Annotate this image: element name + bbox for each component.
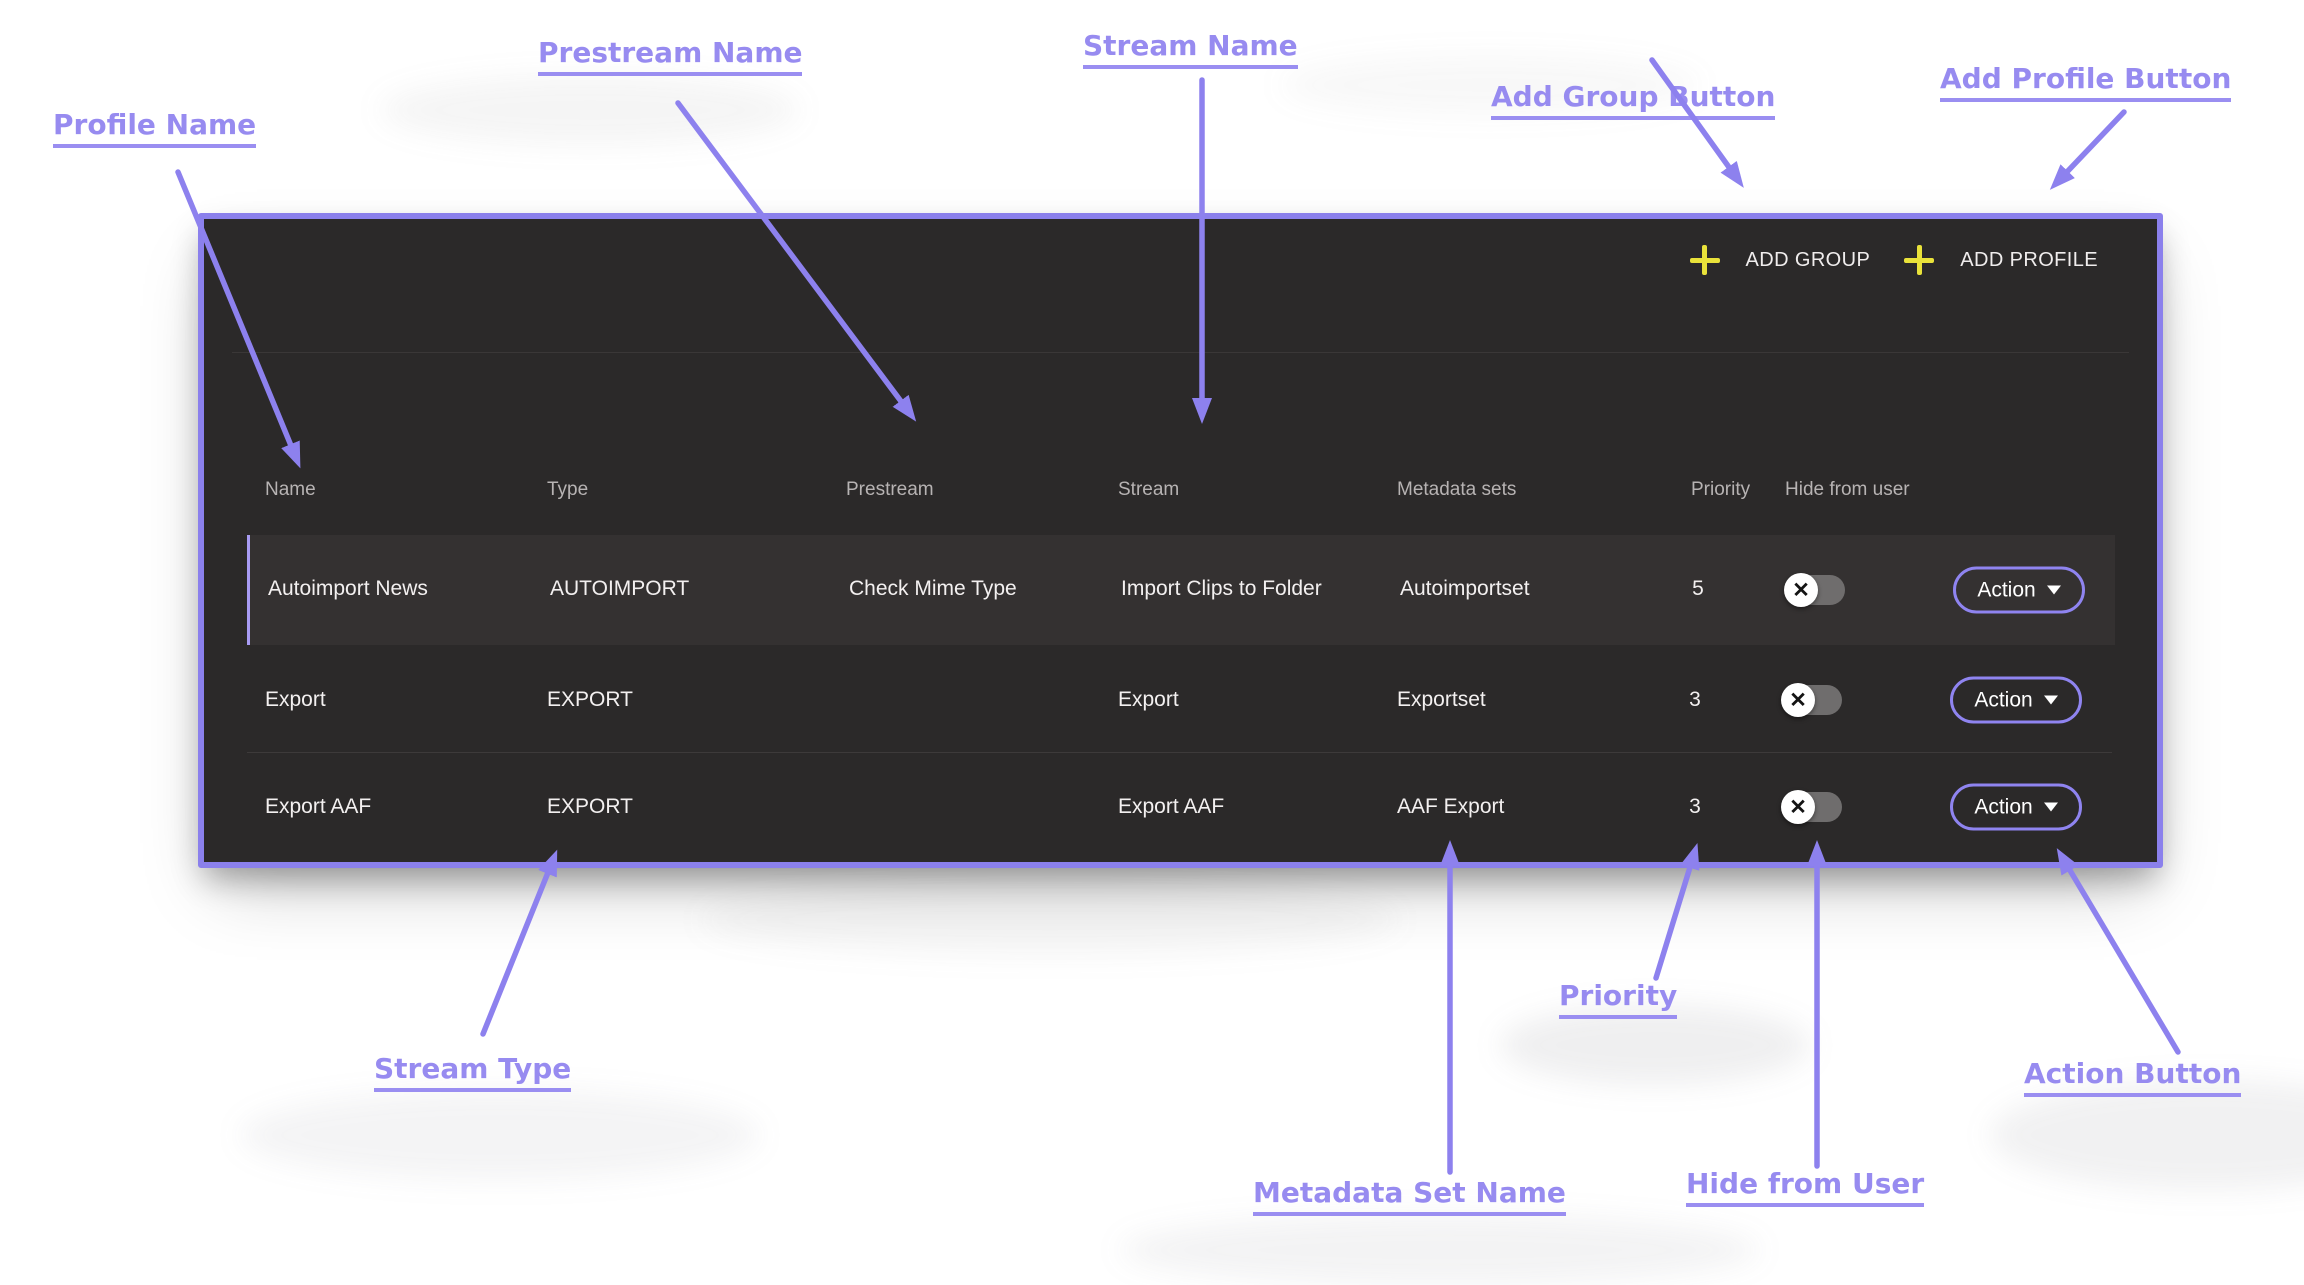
column-header-metadata-sets: Metadata sets (1397, 479, 1517, 500)
chevron-down-icon (2046, 585, 2061, 595)
add-profile-label: ADD PROFILE (1960, 248, 2098, 271)
stream-type-cell: EXPORT (547, 688, 633, 711)
hide-from-user-toggle[interactable]: ✕ (1781, 790, 1842, 824)
background-smudge (1120, 1215, 1760, 1285)
column-header-hide-from-user: Hide from user (1785, 479, 1910, 500)
panel-toolbar: ADD GROUP ADD PROFILE (1689, 245, 2099, 275)
stream-type-cell: EXPORT (547, 795, 633, 818)
column-header-type: Type (547, 479, 589, 500)
annotation-add-profile-button: Add Profile Button (1940, 62, 2232, 102)
profile-name-cell: Export AAF (265, 795, 372, 818)
action-label: Action (1974, 795, 2033, 818)
stream-name-cell: Export (1118, 688, 1179, 711)
column-header-name: Name (265, 479, 316, 500)
action-button-arrow (2056, 848, 2181, 1055)
hide-from-user-toggle[interactable]: ✕ (1784, 573, 1845, 607)
toolbar-divider (232, 352, 2129, 353)
add-group-label: ADD GROUP (1745, 248, 1871, 271)
toggle-knob-x-icon: ✕ (1781, 683, 1815, 717)
table-row[interactable]: Export AAF EXPORT Export AAF AAF Export … (247, 752, 2112, 862)
profile-name-cell: Export (265, 688, 326, 711)
annotation-action-button: Action Button (2024, 1057, 2242, 1097)
action-label: Action (1974, 688, 2033, 711)
metadata-set-cell: Autoimportset (1400, 577, 1530, 600)
column-header-priority: Priority (1691, 479, 1751, 500)
annotation-priority: Priority (1559, 979, 1678, 1019)
add-group-button[interactable]: ADD GROUP (1689, 245, 1871, 275)
priority-cell: 5 (1692, 577, 1704, 600)
action-label: Action (1977, 578, 2036, 601)
annotation-add-group-button: Add Group Button (1491, 80, 1776, 120)
annotation-stream-type: Stream Type (374, 1052, 572, 1092)
annotation-prestream-name: Prestream Name (538, 36, 803, 76)
background-smudge (700, 885, 1400, 955)
metadata-set-cell: AAF Export (1397, 795, 1505, 818)
priority-cell: 3 (1689, 688, 1701, 711)
background-smudge (380, 75, 800, 145)
action-button[interactable]: Action (1953, 566, 2085, 614)
priority-cell: 3 (1689, 795, 1701, 818)
annotation-hide-from-user: Hide from User (1686, 1167, 1925, 1207)
hide-from-user-toggle[interactable]: ✕ (1781, 683, 1842, 717)
chevron-down-icon (2043, 695, 2058, 705)
metadata-set-cell: Exportset (1397, 688, 1486, 711)
stream-profiles-panel: ADD GROUP ADD PROFILE Name Type Prestrea… (198, 213, 2163, 868)
annotation-metadata-set-name: Metadata Set Name (1253, 1176, 1566, 1216)
add-profile-button[interactable]: ADD PROFILE (1904, 245, 2098, 275)
priority-arrow (1653, 842, 1700, 981)
add-profile-arrow (2049, 109, 2127, 190)
profile-name-cell: Autoimport News (268, 577, 428, 600)
plus-icon (1904, 245, 1935, 275)
column-header-stream: Stream (1118, 479, 1180, 500)
chevron-down-icon (2043, 802, 2058, 812)
toggle-knob-x-icon: ✕ (1781, 790, 1815, 824)
stream-name-cell: Import Clips to Folder (1121, 577, 1322, 600)
plus-icon (1689, 245, 1720, 275)
annotation-profile-name: Profile Name (53, 108, 257, 148)
toggle-knob-x-icon: ✕ (1784, 573, 1818, 607)
background-smudge (240, 1090, 760, 1180)
stream-name-cell: Export AAF (1118, 795, 1225, 818)
stream-type-cell: AUTOIMPORT (550, 577, 690, 600)
action-button[interactable]: Action (1950, 676, 2082, 724)
stream-type-arrow (480, 849, 558, 1037)
prestream-name-cell: Check Mime Type (849, 577, 1017, 600)
table-row[interactable]: Export EXPORT Export Exportset 3 ✕ Actio… (247, 645, 2112, 755)
annotation-stream-name: Stream Name (1083, 29, 1298, 69)
column-header-prestream: Prestream (846, 479, 934, 500)
action-button[interactable]: Action (1950, 783, 2082, 831)
row-divider (247, 752, 2112, 753)
table-row[interactable]: Autoimport News AUTOIMPORT Check Mime Ty… (247, 535, 2115, 645)
